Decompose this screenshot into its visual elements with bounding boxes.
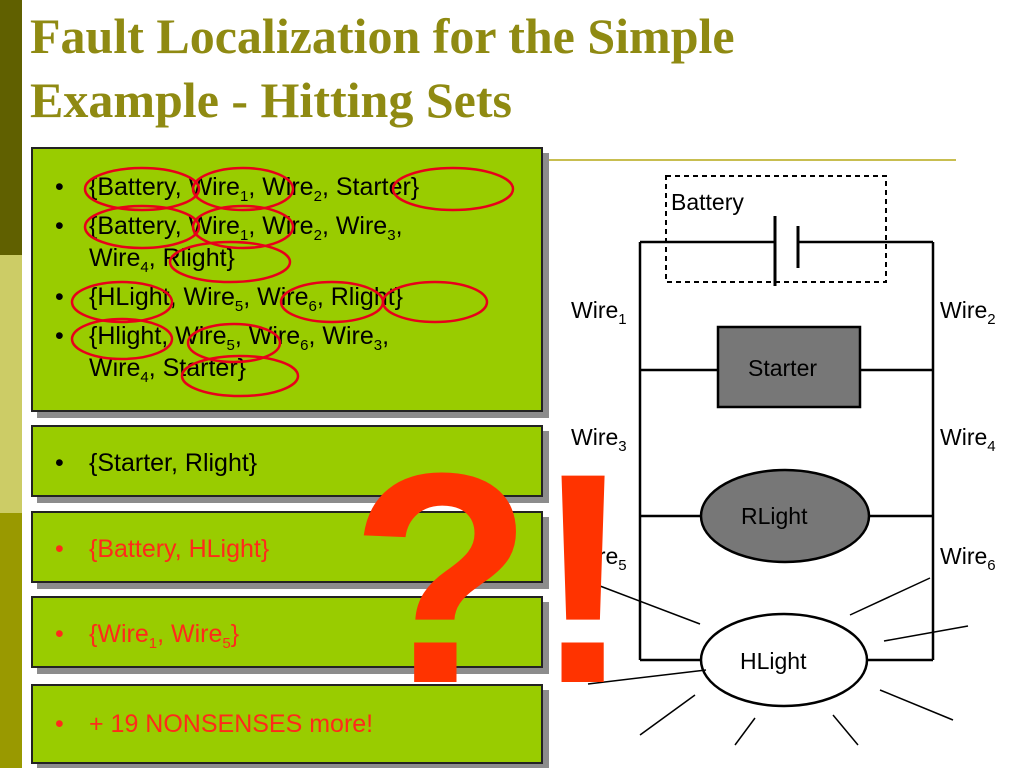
title-rule xyxy=(540,159,956,161)
slide-title: Fault Localization for the Simple Exampl… xyxy=(30,4,1010,132)
wire4-label: Wire4 xyxy=(940,424,996,455)
hitting-set-box-3: •{Wire1, Wire5} xyxy=(31,596,543,668)
hlight-ellipse xyxy=(699,612,869,708)
title-line-2: Example - Hitting Sets xyxy=(30,72,512,128)
wire5-label: Wire5 xyxy=(571,543,627,574)
wire6-label: Wire6 xyxy=(940,543,996,574)
battery-symbol xyxy=(773,216,800,286)
stripe-olive xyxy=(0,513,22,768)
hitting-set-2: •{Battery, HLight} xyxy=(55,535,270,563)
starter-label: Starter xyxy=(748,355,817,381)
hitting-set-3: •{Wire1, Wire5} xyxy=(55,620,240,652)
hlight-rays xyxy=(587,577,969,746)
battery-dashed-box xyxy=(665,175,887,283)
hitting-set-box-2: •{Battery, HLight} xyxy=(31,511,543,583)
title-line-1: Fault Localization for the Simple xyxy=(30,8,735,64)
battery-label: Battery xyxy=(671,189,744,215)
wire3-label: Wire3 xyxy=(571,424,627,455)
hitting-set-box-1: •{Starter, Rlight} xyxy=(31,425,543,497)
rlight-ellipse xyxy=(699,468,871,564)
hitting-set-box-4: •+ 19 NONSENSES more! xyxy=(31,684,543,764)
wire1-label: Wire1 xyxy=(571,297,627,328)
starter-box xyxy=(716,325,862,409)
stripe-dark xyxy=(0,0,22,255)
rlight-label: RLight xyxy=(741,503,808,529)
hlight-label: HLight xyxy=(740,648,807,674)
hitting-set-4: •+ 19 NONSENSES more! xyxy=(55,710,374,738)
wire2-label: Wire2 xyxy=(940,297,996,328)
hitting-set-1: •{Starter, Rlight} xyxy=(55,449,258,477)
stripe-light xyxy=(0,255,22,513)
exclamation-question-mark: ?! xyxy=(350,410,634,746)
